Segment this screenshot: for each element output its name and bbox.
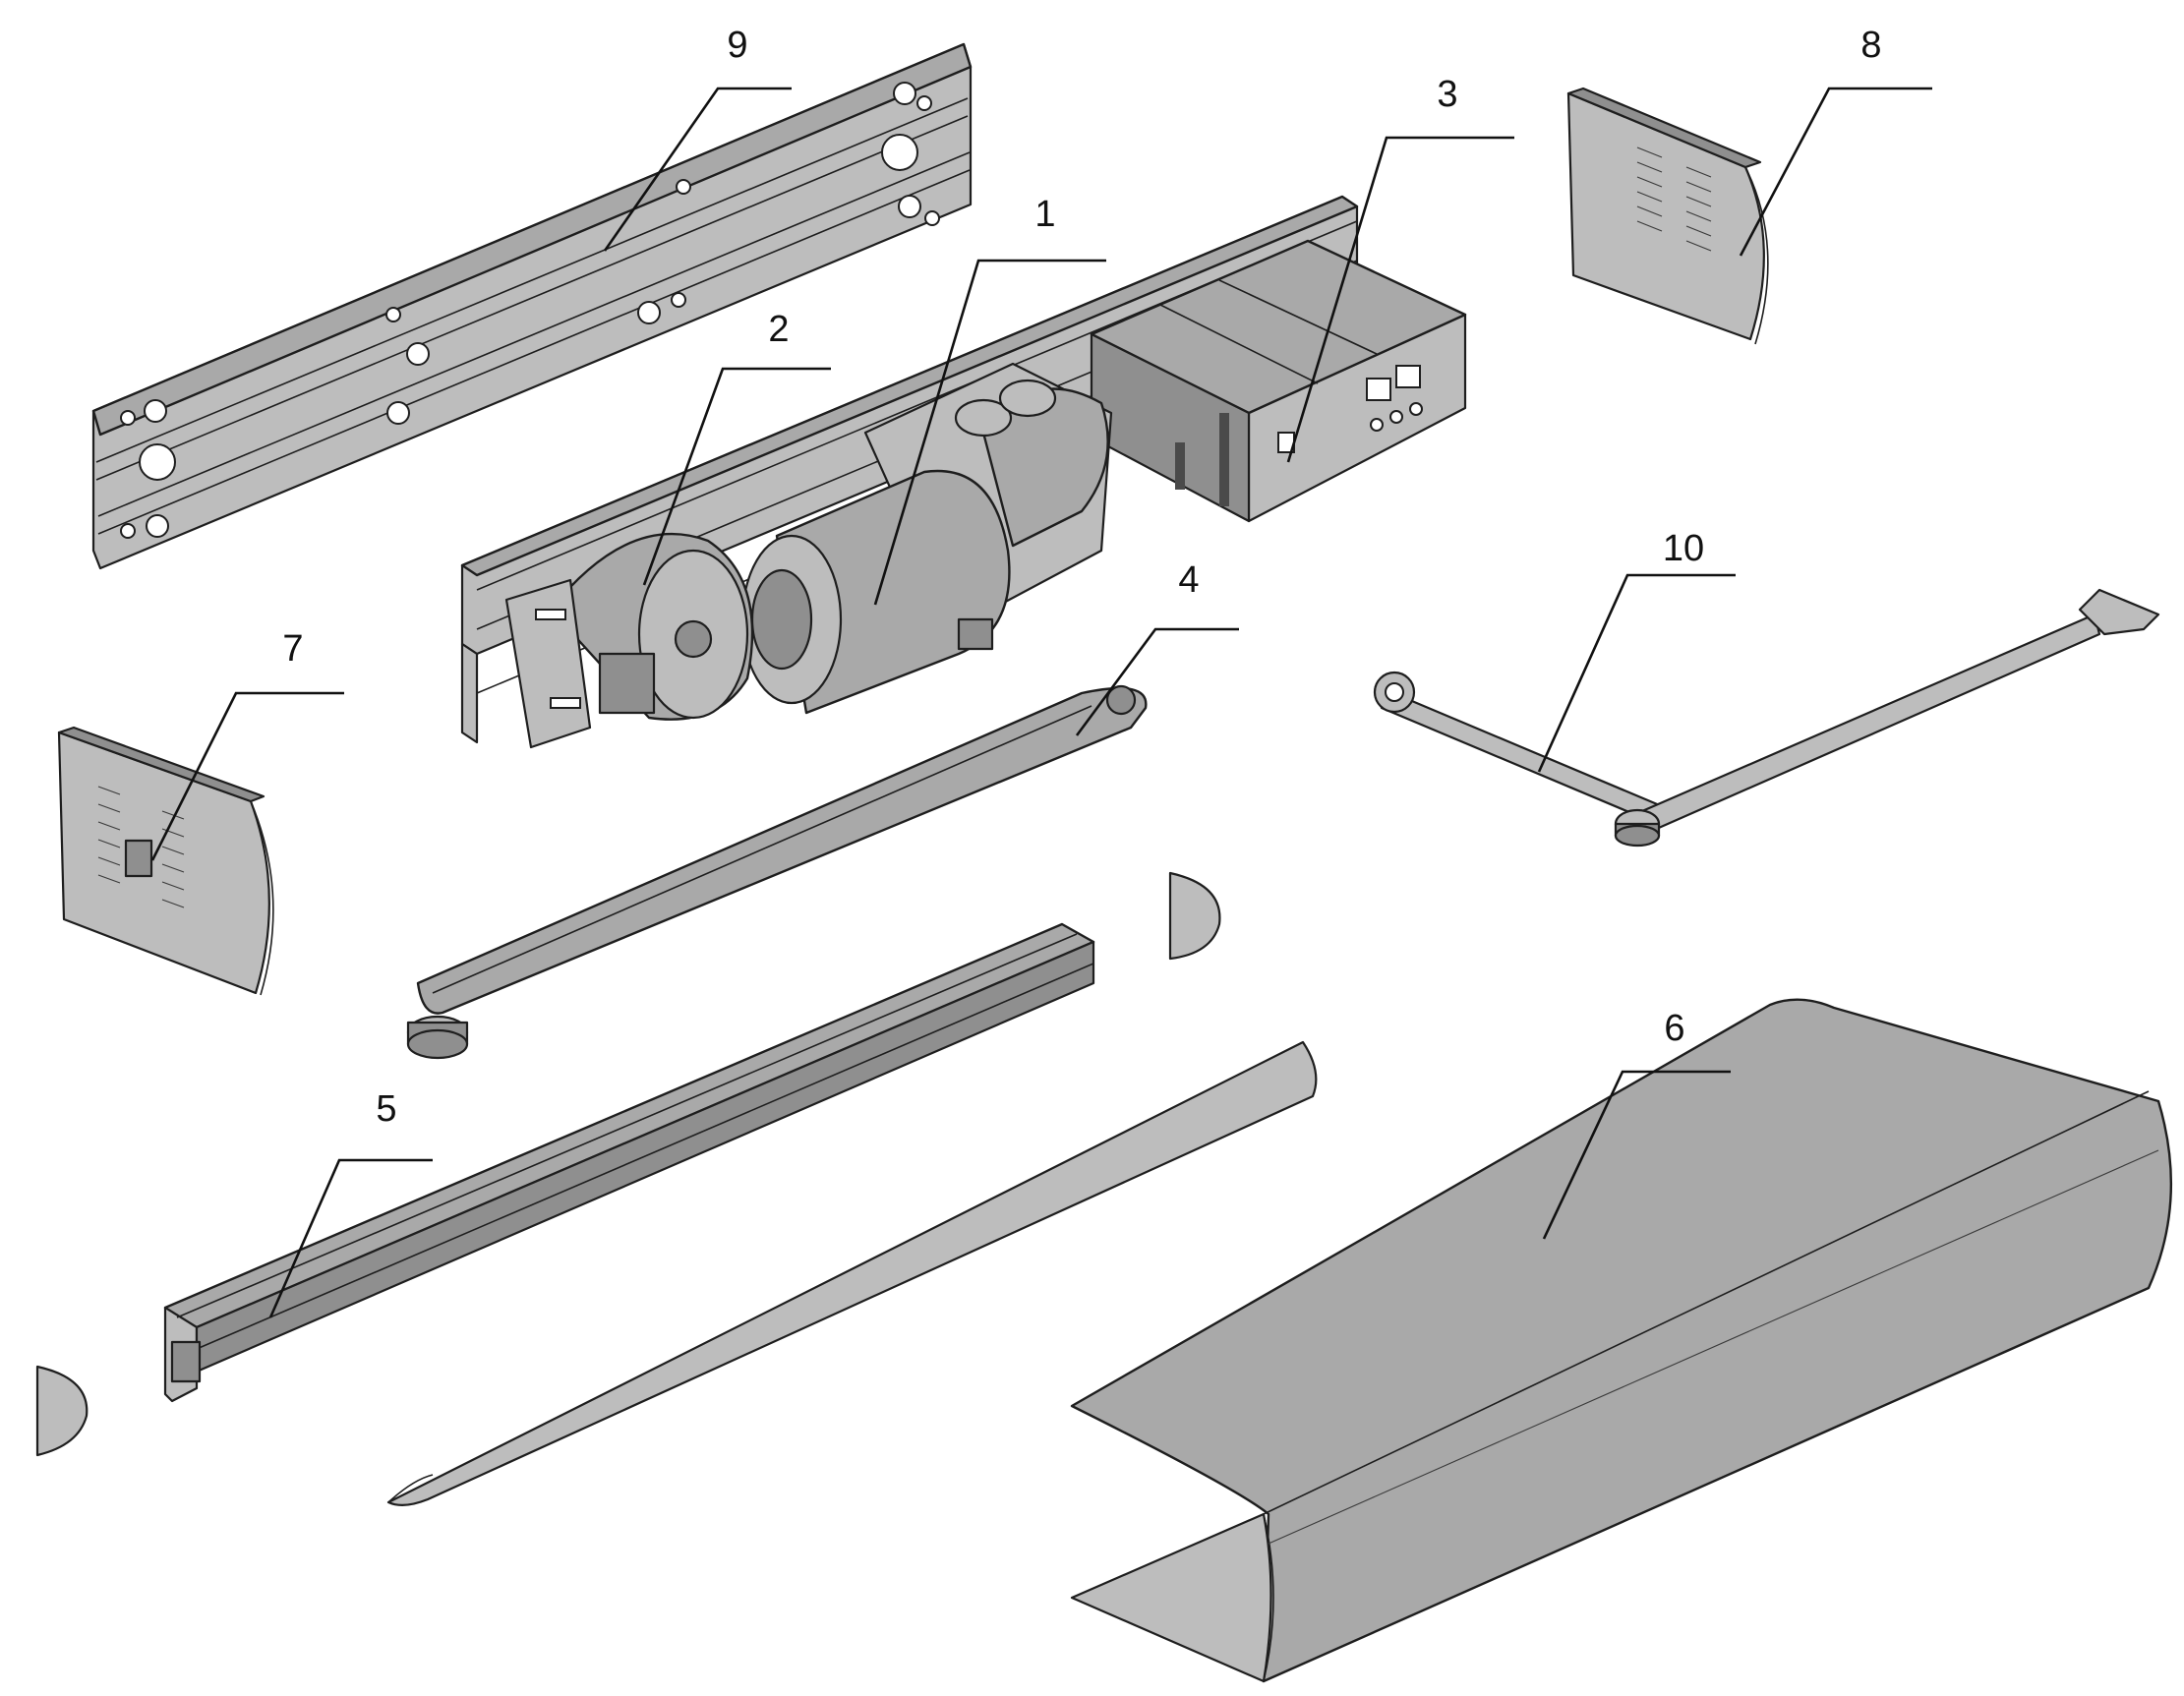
leader-3 xyxy=(1286,136,1514,463)
leader-7 xyxy=(150,691,344,861)
callout-9: 9 xyxy=(727,25,747,66)
end-plug-upper xyxy=(1168,871,1221,961)
callout-8: 8 xyxy=(1860,25,1881,66)
callout-7: 7 xyxy=(282,628,303,670)
callout-3: 3 xyxy=(1437,74,1457,115)
part-2-gearbox xyxy=(504,533,754,749)
callout-4: 4 xyxy=(1178,559,1199,601)
part-5-guide-rail xyxy=(163,922,1095,1403)
callout-numbers: 9 1 2 3 4 8 10 7 5 6 xyxy=(282,25,1881,1130)
callout-6: 6 xyxy=(1664,1008,1684,1049)
leader-2 xyxy=(642,367,831,586)
leader-1 xyxy=(873,259,1106,606)
cover-strip xyxy=(386,1040,1318,1506)
leader-10 xyxy=(1537,573,1736,773)
leader-lines xyxy=(150,87,1932,1318)
leader-4 xyxy=(1075,627,1239,736)
part-10-door-arm xyxy=(1373,588,2160,848)
vent-slots-left xyxy=(97,786,185,908)
part-8-end-cap-right xyxy=(1566,87,1769,345)
callout-1: 1 xyxy=(1034,194,1055,235)
end-plug-lower xyxy=(35,1365,89,1457)
callout-2: 2 xyxy=(768,309,789,350)
part-9-mounting-plate xyxy=(91,42,973,570)
callout-10: 10 xyxy=(1663,528,1704,569)
leader-6 xyxy=(1542,1070,1731,1240)
part-4-slide-arm xyxy=(406,684,1148,1060)
leader-9 xyxy=(603,87,792,252)
part-1-motor xyxy=(740,362,1113,715)
part-7-end-cap-left xyxy=(57,726,274,996)
part-6-cover-profile xyxy=(1070,998,2172,1683)
leader-5 xyxy=(268,1158,433,1318)
vent-slots-right xyxy=(1636,146,1712,252)
callout-5: 5 xyxy=(376,1088,396,1130)
leader-8 xyxy=(1739,87,1932,257)
